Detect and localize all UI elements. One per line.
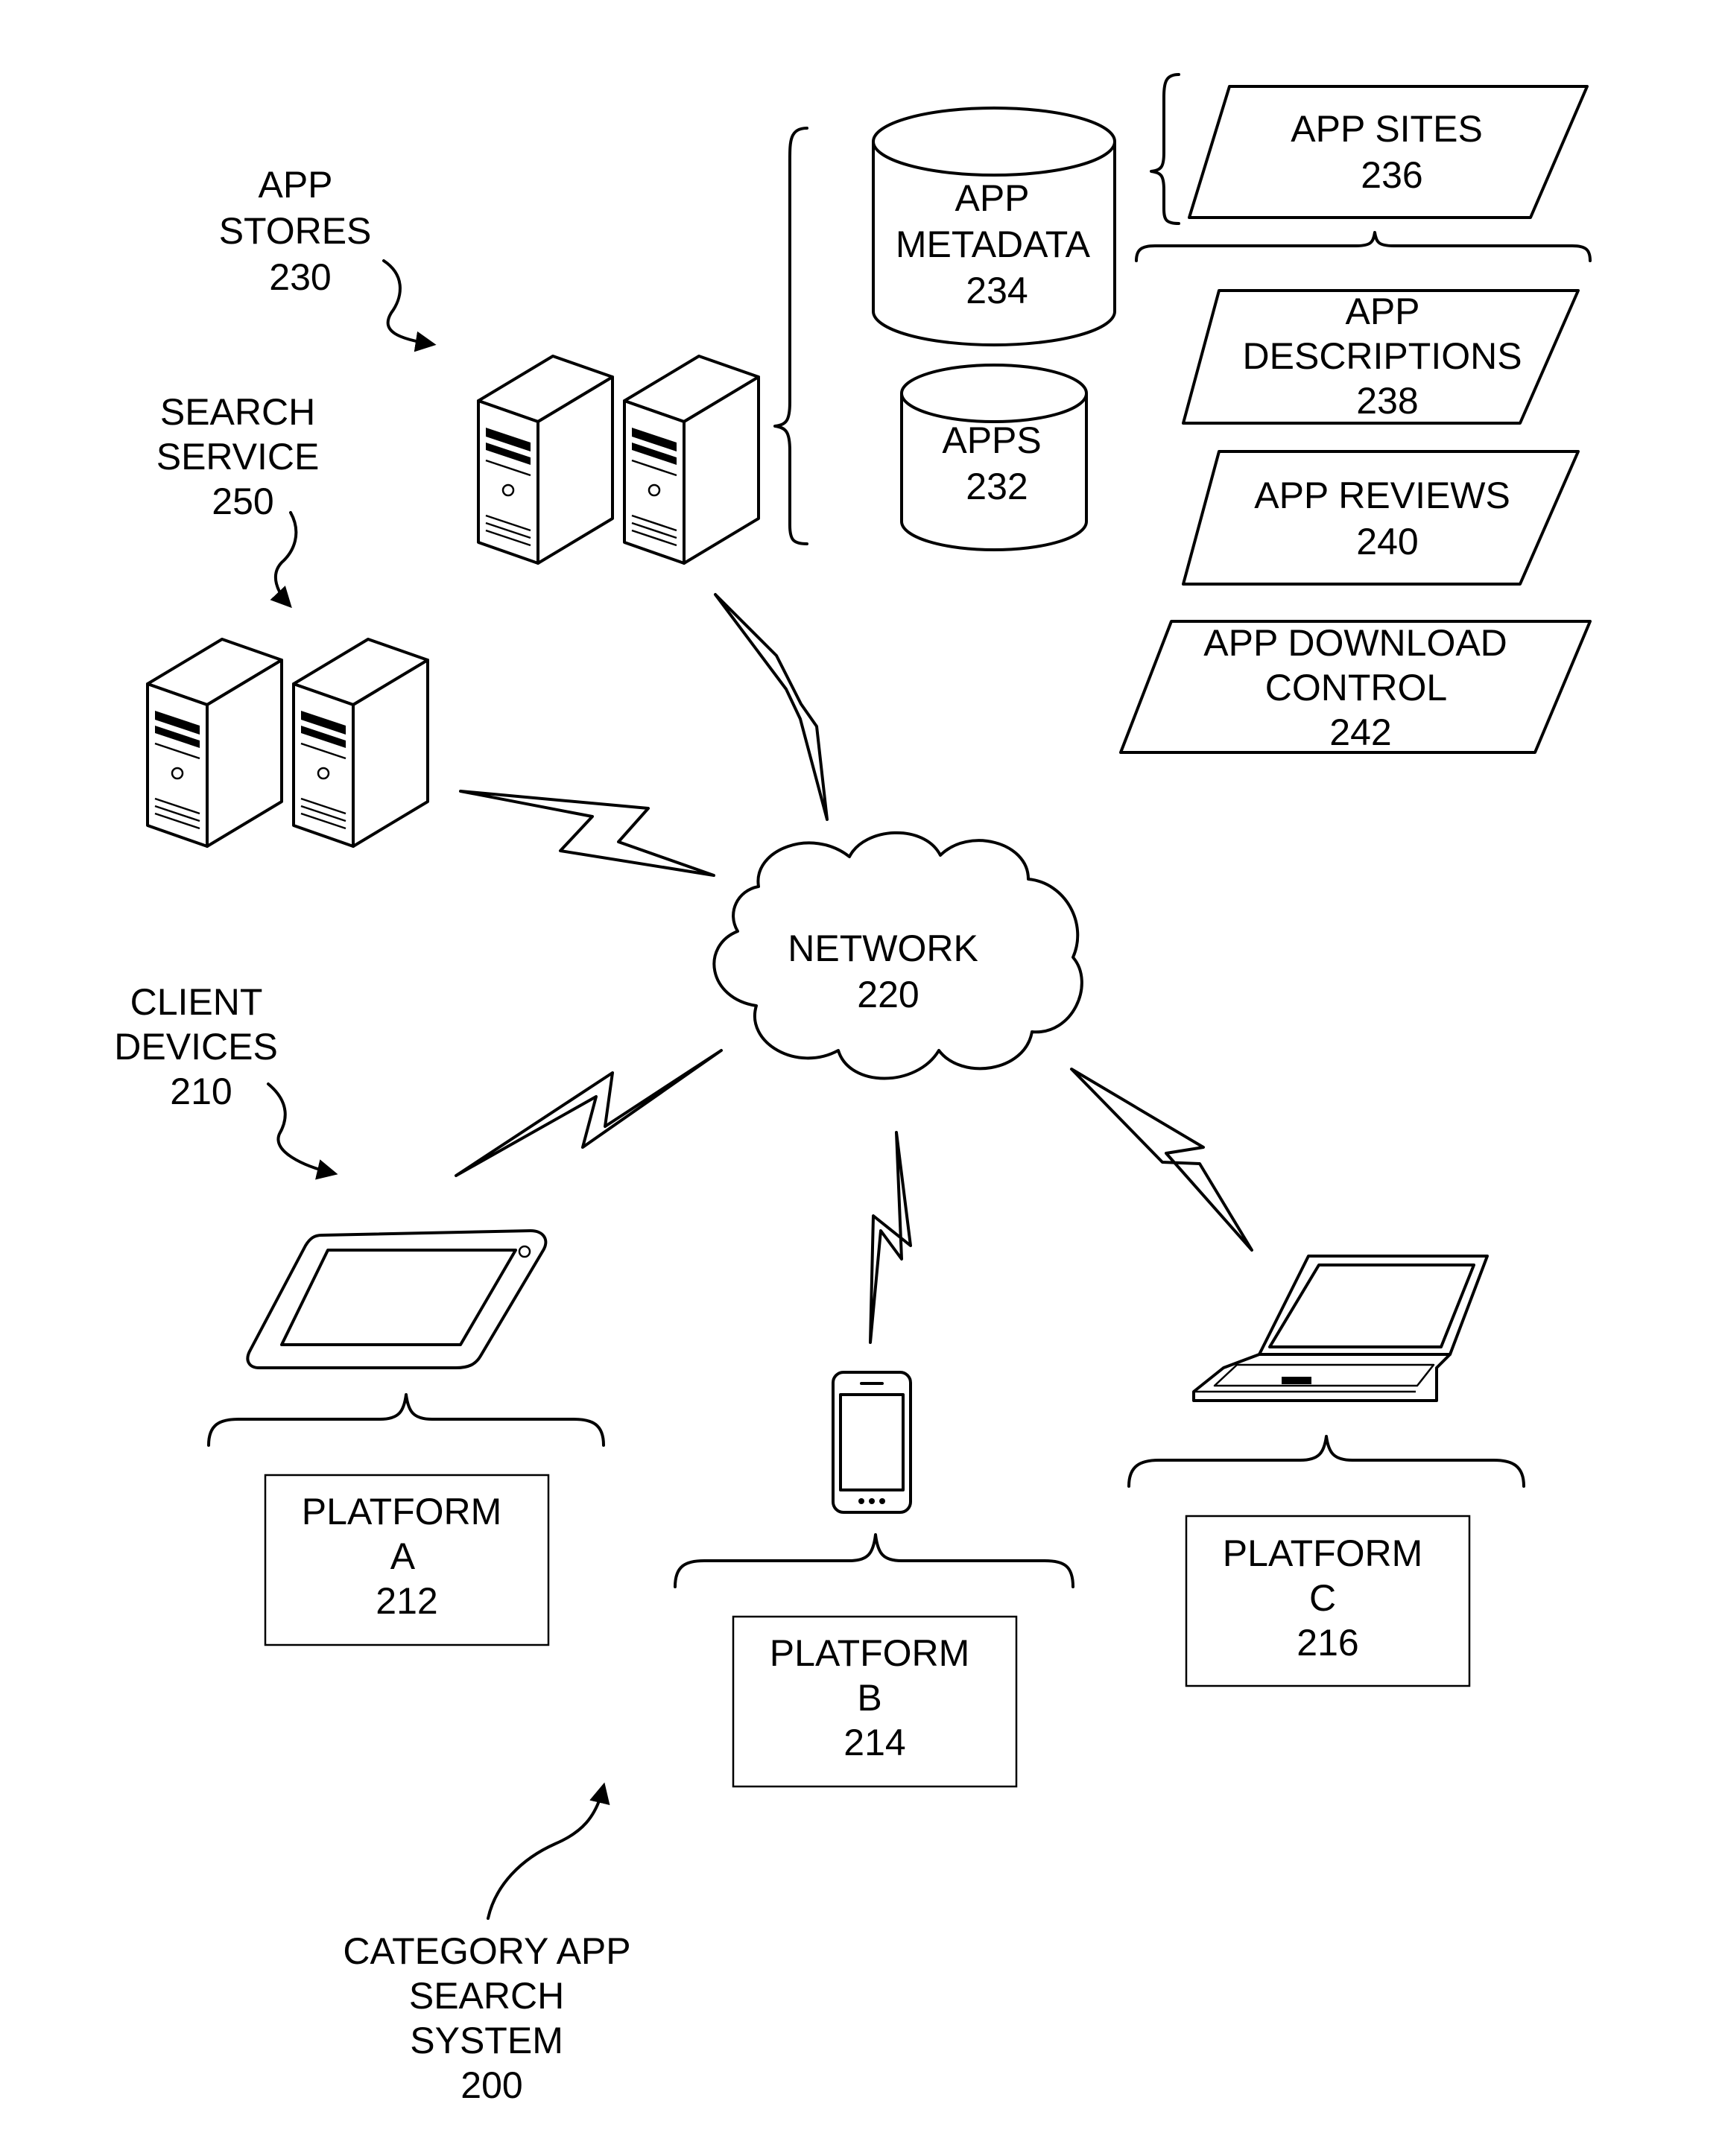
tablet-icon (247, 1231, 545, 1368)
link-platform-a-network (456, 1050, 721, 1176)
app-sites-side-bracket (1151, 74, 1179, 223)
search-service-label: SEARCH SERVICE 250 (156, 391, 330, 522)
laptop-icon (1194, 1256, 1487, 1401)
app-sites-shape (1189, 86, 1587, 218)
app-stores-arrow-icon (384, 261, 432, 344)
app-stores-bracket (775, 128, 807, 544)
platform-b-bracket (675, 1535, 1073, 1587)
phone-icon (833, 1372, 911, 1512)
client-devices-label: CLIENT DEVICES 210 (114, 981, 288, 1112)
link-app-stores-network (715, 595, 827, 819)
system-label: CATEGORY APP SEARCH SYSTEM 200 (343, 1930, 640, 2106)
link-search-service-network (460, 791, 714, 875)
platform-c-bracket (1129, 1436, 1524, 1486)
app-reviews-shape (1183, 451, 1578, 584)
search-service-arrow-icon (276, 513, 296, 605)
link-platform-c-network (1071, 1069, 1252, 1250)
platform-a-bracket (209, 1395, 604, 1445)
app-sites-bottom-bracket (1136, 232, 1590, 261)
client-devices-arrow-icon (268, 1084, 334, 1173)
system-arrow-icon (488, 1786, 604, 1918)
link-platform-b-network (870, 1132, 911, 1342)
app-stores-label: APP STORES 230 (219, 164, 382, 298)
search-service-server-icon (148, 639, 428, 846)
app-stores-server-icon (478, 356, 759, 563)
